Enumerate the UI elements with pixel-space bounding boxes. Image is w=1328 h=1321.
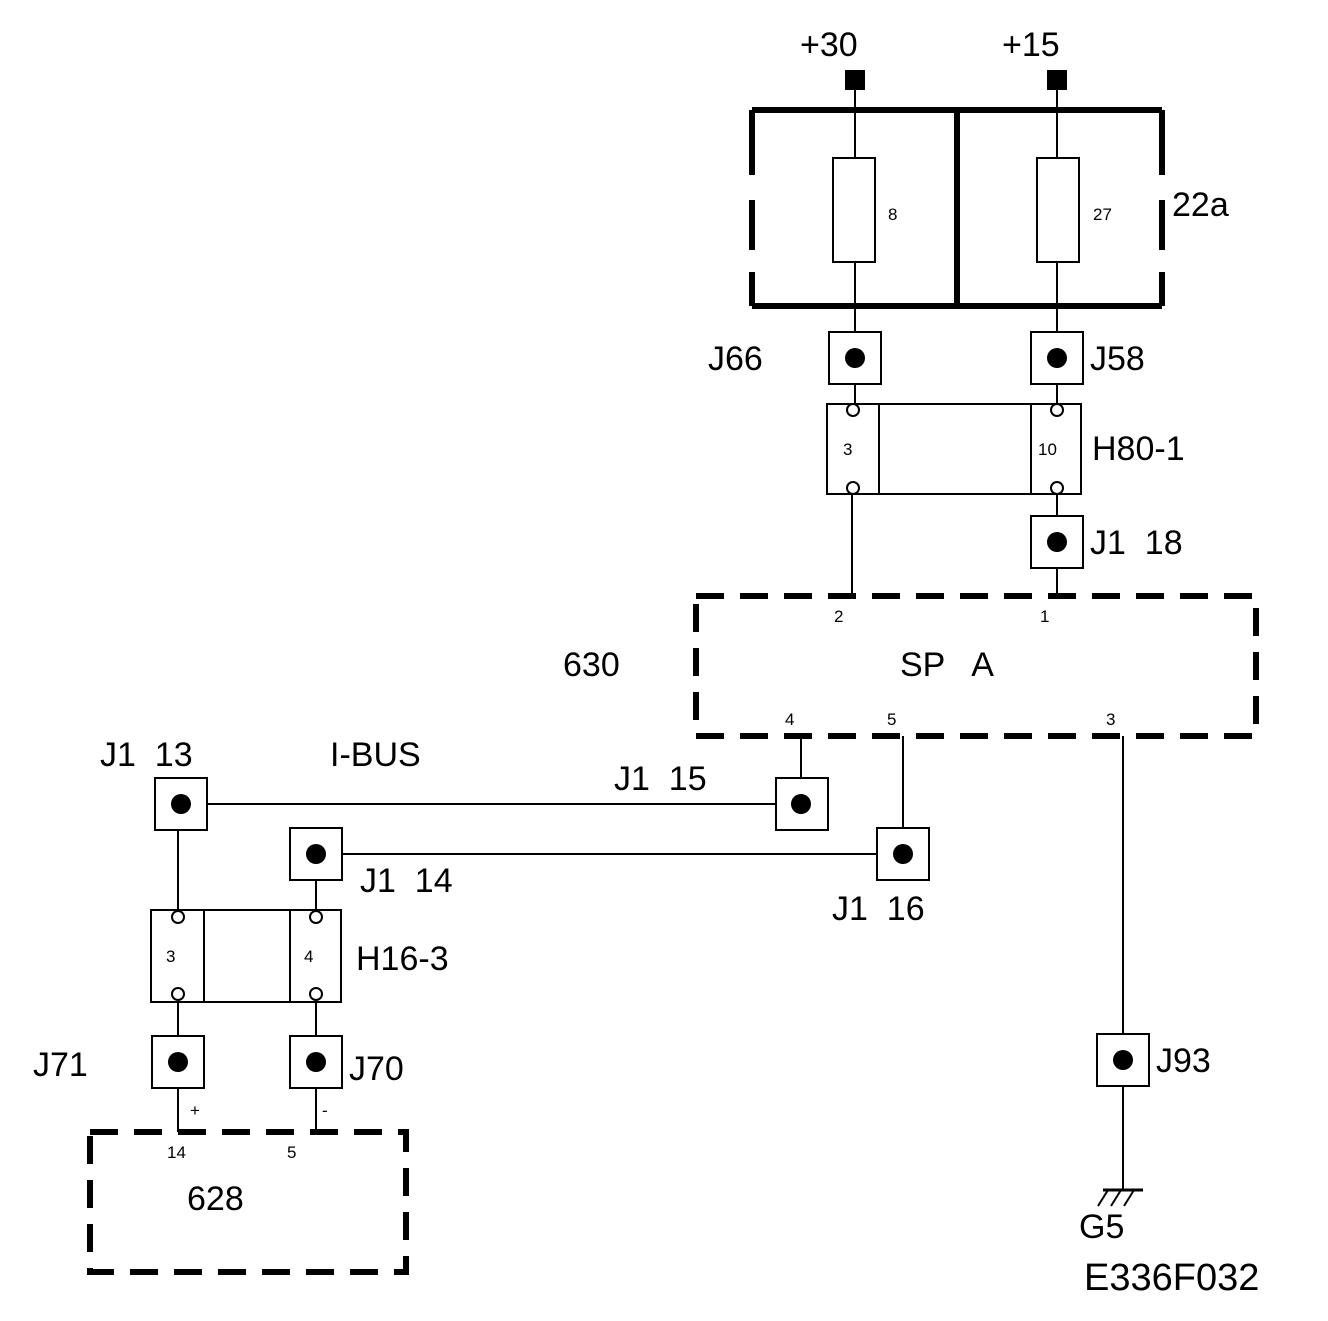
connector-h80-1 [826,403,1082,495]
h80-label: H80-1 [1092,430,1185,468]
figure-code: E336F032 [1084,1257,1259,1299]
h16-pin-left: 3 [166,947,175,966]
h16-pin-right: 4 [304,947,313,966]
connector-j93 [1096,1033,1150,1087]
fuse-right-number: 27 [1093,205,1112,224]
module-628-pin5: 5 [287,1143,296,1162]
module-628-box [87,1129,409,1275]
ground-symbol [1097,1188,1143,1207]
module-630-id: 630 [563,646,620,684]
module-628-minus: - [322,1101,328,1120]
connector-j71-label: J71 [33,1046,88,1084]
module-628-id: 628 [187,1180,244,1218]
connector-j1-13-label: J1 13 [100,736,193,774]
connector-j66-label: J66 [708,340,763,378]
h80-pin-right: 10 [1038,440,1057,459]
connector-j70-label: J70 [349,1050,404,1088]
supply-plus30-label: +30 [800,26,858,64]
connector-j66 [828,331,882,385]
module-630-name: SP A [900,646,994,684]
fusebox-22a [749,107,1165,309]
connector-j1-18-label: J1 18 [1090,524,1183,562]
fusebox-label: 22a [1172,186,1229,224]
h80-pin-left: 3 [843,440,852,459]
module-630-pin5: 5 [887,710,896,729]
module-630-pin1: 1 [1040,607,1049,626]
module-630-pin3: 3 [1106,710,1115,729]
connector-j93-label: J93 [1156,1042,1211,1080]
connector-h16-3 [150,909,342,1003]
connector-j58-label: J58 [1090,340,1145,378]
connector-j1-15-label: J1 15 [614,760,707,798]
ground-label: G5 [1079,1208,1124,1246]
module-630-pin2: 2 [834,607,843,626]
module-630-box [693,593,1259,739]
module-628-plus: + [190,1101,200,1120]
connector-j70 [289,1035,343,1089]
module-628-pin14: 14 [167,1143,186,1162]
bus-label: I-BUS [330,736,421,774]
h16-label: H16-3 [356,940,449,978]
fuse-8 [832,157,876,263]
wires [177,90,1124,1190]
supply-plus15-label: +15 [1002,26,1060,64]
connector-j1-16-label: J1 16 [832,890,925,928]
terminal-plus30 [845,70,865,90]
module-630-pin4: 4 [785,710,794,729]
fuse-27 [1036,157,1080,263]
connector-j1-14-label: J1 14 [360,862,453,900]
terminal-plus15 [1047,70,1067,90]
fuse-left-number: 8 [888,205,897,224]
connector-j58 [1030,331,1084,385]
